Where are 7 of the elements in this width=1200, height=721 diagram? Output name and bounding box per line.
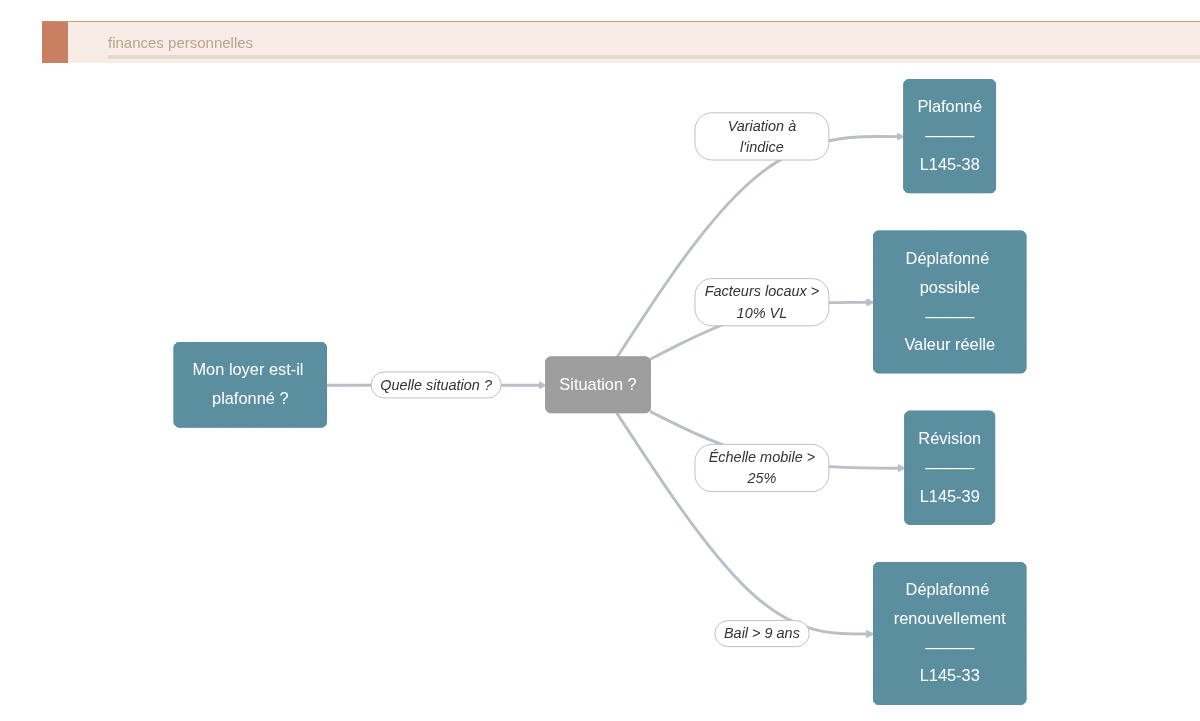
arrow	[615, 412, 875, 639]
edge-label: Facteurs locaux > 10% VL	[704, 282, 820, 321]
edge-label: Quelle situation ?	[380, 376, 492, 393]
edge-label: Variation à l'indice	[727, 117, 797, 155]
header-tagline: finances personnelles	[108, 34, 254, 51]
edge-label: Échelle mobile > 25%	[708, 448, 816, 487]
edge-label: Bail > 9 ans	[723, 624, 800, 642]
